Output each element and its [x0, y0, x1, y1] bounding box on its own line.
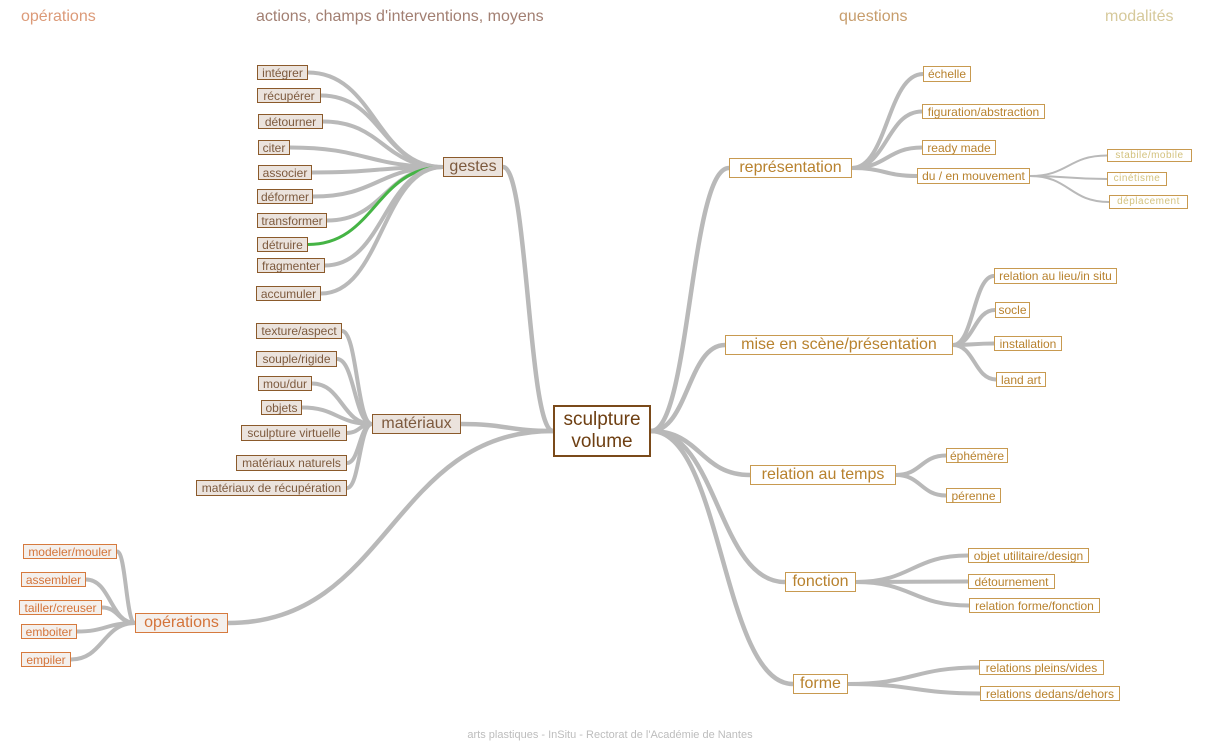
node-relations-pleins-vides[interactable]: relations pleins/vides	[979, 660, 1104, 675]
node-ready-made[interactable]: ready made	[922, 140, 996, 155]
node-integrer[interactable]: intégrer	[257, 65, 308, 80]
node-deplacement[interactable]: déplacement	[1109, 195, 1188, 209]
edge-du-en-mouvement-stabile-mobile	[1029, 154, 1108, 177]
branch-node-fonction[interactable]: fonction	[785, 572, 856, 592]
node-perenne[interactable]: pérenne	[946, 488, 1001, 503]
footer-credit: arts plastiques - InSitu - Rectorat de l…	[467, 729, 753, 741]
node-echelle[interactable]: échelle	[923, 66, 971, 82]
node-associer[interactable]: associer	[258, 165, 312, 180]
edge-center-forme	[648, 428, 796, 687]
branch-node-representation[interactable]: représentation	[729, 158, 852, 178]
node-texture-aspect[interactable]: texture/aspect	[256, 323, 342, 339]
node-objets[interactable]: objets	[261, 400, 302, 415]
header-modalites: modalités	[1105, 8, 1174, 25]
node-deformer[interactable]: déformer	[257, 189, 313, 204]
node-socle[interactable]: socle	[995, 302, 1030, 318]
node-accumuler[interactable]: accumuler	[256, 286, 321, 301]
node-materiaux-naturels[interactable]: matériaux naturels	[236, 455, 347, 471]
node-recuperer[interactable]: récupérer	[257, 88, 321, 103]
edge-materiaux-materiaux-de-recuperation	[345, 422, 374, 490]
node-souple-rigide[interactable]: souple/rigide	[256, 351, 337, 367]
node-assembler[interactable]: assembler	[21, 572, 86, 587]
edge-representation-echelle	[850, 72, 925, 170]
edge-center-representation	[648, 165, 732, 434]
edge-center-gestes	[500, 164, 556, 434]
edge-gestes-recuperer	[319, 93, 445, 169]
node-tailler-creuser[interactable]: tailler/creuser	[19, 600, 102, 615]
node-relation-au-lieu-in-situ[interactable]: relation au lieu/in situ	[994, 268, 1117, 284]
node-empiler[interactable]: empiler	[21, 652, 71, 667]
edge-forme-relations-pleins-vides	[846, 665, 981, 686]
branch-node-operations[interactable]: opérations	[135, 613, 228, 633]
central-node-line1: sculpture	[563, 409, 641, 431]
node-stabile-mobile[interactable]: stabile/mobile	[1107, 149, 1192, 162]
edge-center-operations	[225, 428, 556, 626]
node-relations-dedans-dehors[interactable]: relations dedans/dehors	[980, 686, 1120, 701]
node-objet-utilitaire-design[interactable]: objet utilitaire/design	[968, 548, 1089, 563]
edge-center-fonction	[648, 428, 788, 585]
central-node[interactable]: sculpture volume	[553, 405, 651, 457]
header-questions: questions	[839, 8, 908, 25]
node-mou-dur[interactable]: mou/dur	[258, 376, 312, 391]
node-materiaux-de-recuperation[interactable]: matériaux de récupération	[196, 480, 347, 496]
node-detourner[interactable]: détourner	[258, 114, 323, 129]
node-figuration-abstraction[interactable]: figuration/abstraction	[922, 104, 1045, 119]
edge-mise-en-scene-presentation-land-art	[951, 343, 998, 382]
node-citer[interactable]: citer	[258, 140, 290, 155]
edge-representation-du-en-mouvement	[850, 166, 919, 178]
node-fragmenter[interactable]: fragmenter	[257, 258, 325, 273]
header-actions: actions, champs d'interventions, moyens	[256, 8, 544, 25]
node-transformer[interactable]: transformer	[257, 213, 327, 228]
node-sculpture-virtuelle[interactable]: sculpture virtuelle	[241, 425, 347, 441]
edge-relation-au-temps-ephemere	[894, 453, 948, 477]
edge-du-en-mouvement-deplacement	[1029, 175, 1110, 203]
node-relation-forme-fonction[interactable]: relation forme/fonction	[969, 598, 1100, 613]
branch-node-materiaux[interactable]: matériaux	[372, 414, 461, 434]
node-modeler-mouler[interactable]: modeler/mouler	[23, 544, 117, 559]
node-detournement[interactable]: détournement	[968, 574, 1055, 589]
edge-relation-au-temps-perenne	[894, 473, 948, 498]
edge-operations-empiler	[69, 621, 137, 662]
edge-fonction-objet-utilitaire-design	[854, 553, 970, 584]
node-emboiter[interactable]: emboiter	[21, 624, 77, 639]
node-cinetisme[interactable]: cinétisme	[1107, 172, 1167, 186]
node-installation[interactable]: installation	[994, 336, 1062, 351]
edge-forme-relations-dedans-dehors	[846, 682, 982, 696]
node-land-art[interactable]: land art	[996, 372, 1046, 387]
edge-fonction-relation-forme-fonction	[854, 580, 971, 608]
node-du-en-mouvement[interactable]: du / en mouvement	[917, 168, 1030, 184]
header-operations: opérations	[21, 8, 96, 25]
edge-gestes-fragmenter	[323, 165, 445, 268]
branch-node-gestes[interactable]: gestes	[443, 157, 503, 177]
node-detruire[interactable]: détruire	[257, 237, 308, 252]
edge-materiaux-objets	[300, 405, 374, 426]
branch-node-mise-en-scene-presentation[interactable]: mise en scène/présentation	[725, 335, 953, 355]
node-ephemere[interactable]: éphémère	[946, 448, 1008, 463]
branch-node-forme[interactable]: forme	[793, 674, 848, 694]
branch-node-relation-au-temps[interactable]: relation au temps	[750, 465, 896, 485]
edge-gestes-accumuler	[319, 165, 445, 296]
central-node-line2: volume	[571, 431, 633, 452]
edge-center-mise-en-scene-presentation	[648, 342, 728, 434]
